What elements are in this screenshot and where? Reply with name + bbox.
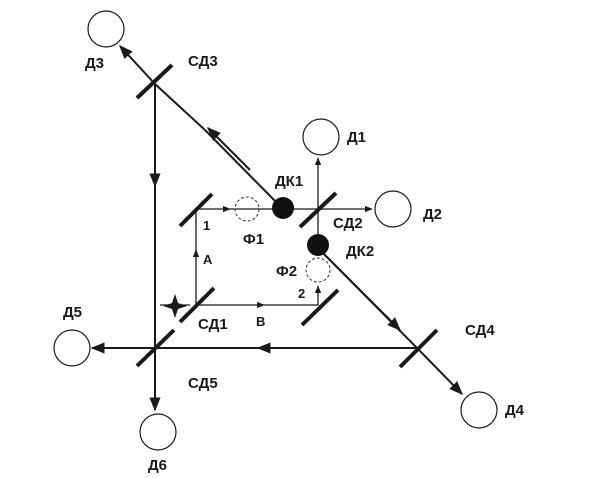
arrow-diagonal-down — [317, 247, 401, 331]
ray-dk1-to-sd3 — [204, 129, 284, 210]
label-sd4: СД4 — [465, 322, 495, 339]
ray-to-d3 — [119, 44, 156, 85]
detector-d6 — [139, 413, 177, 451]
dot-dk2 — [307, 234, 329, 256]
light-source-icon — [163, 294, 187, 318]
phase-filter-f2 — [305, 257, 331, 283]
detector-d2 — [374, 190, 412, 228]
label-d4: Д4 — [505, 402, 525, 419]
label-dk2: ДК2 — [346, 243, 374, 260]
detector-d1 — [302, 118, 340, 156]
ray-to-d4 — [417, 348, 463, 396]
label-d3: Д3 — [85, 55, 104, 72]
arm-a-path — [195, 205, 231, 250]
label-d5: Д5 — [63, 304, 82, 321]
label-arm-a: A — [203, 252, 213, 267]
beam-splitter-sd4 — [398, 328, 439, 369]
label-f1: Ф1 — [243, 231, 264, 248]
detector-d3 — [87, 10, 125, 48]
label-d1: Д1 — [347, 129, 366, 146]
label-sd5: СД5 — [188, 375, 218, 392]
arrow-diagonal-up — [207, 127, 251, 171]
beam-splitter-sd1 — [178, 286, 216, 324]
label-f2: Ф2 — [276, 263, 297, 280]
mirror-arm-b — [300, 288, 340, 327]
label-dk1: ДК1 — [275, 173, 303, 190]
beam-splitter-sd5 — [135, 328, 176, 368]
label-mark-1: 1 — [203, 218, 210, 233]
label-sd2: СД2 — [333, 215, 363, 232]
label-mark-2: 2 — [298, 286, 305, 301]
label-arm-b: B — [256, 314, 265, 329]
ray-sd3-segment — [154, 83, 206, 131]
mirror-arm-a — [178, 192, 214, 228]
label-sd3: СД3 — [188, 53, 218, 70]
dot-dk1 — [272, 197, 294, 219]
phase-filter-f1 — [234, 196, 260, 222]
label-d2: Д2 — [423, 206, 442, 223]
beam-splitter-sd3 — [135, 63, 174, 100]
label-sd1: СД1 — [198, 316, 228, 333]
detector-d4 — [460, 391, 498, 429]
label-d6: Д6 — [148, 457, 167, 474]
detector-d5 — [53, 329, 91, 367]
beam-splitter-sd2 — [298, 191, 338, 229]
arm-b-path — [264, 285, 322, 306]
